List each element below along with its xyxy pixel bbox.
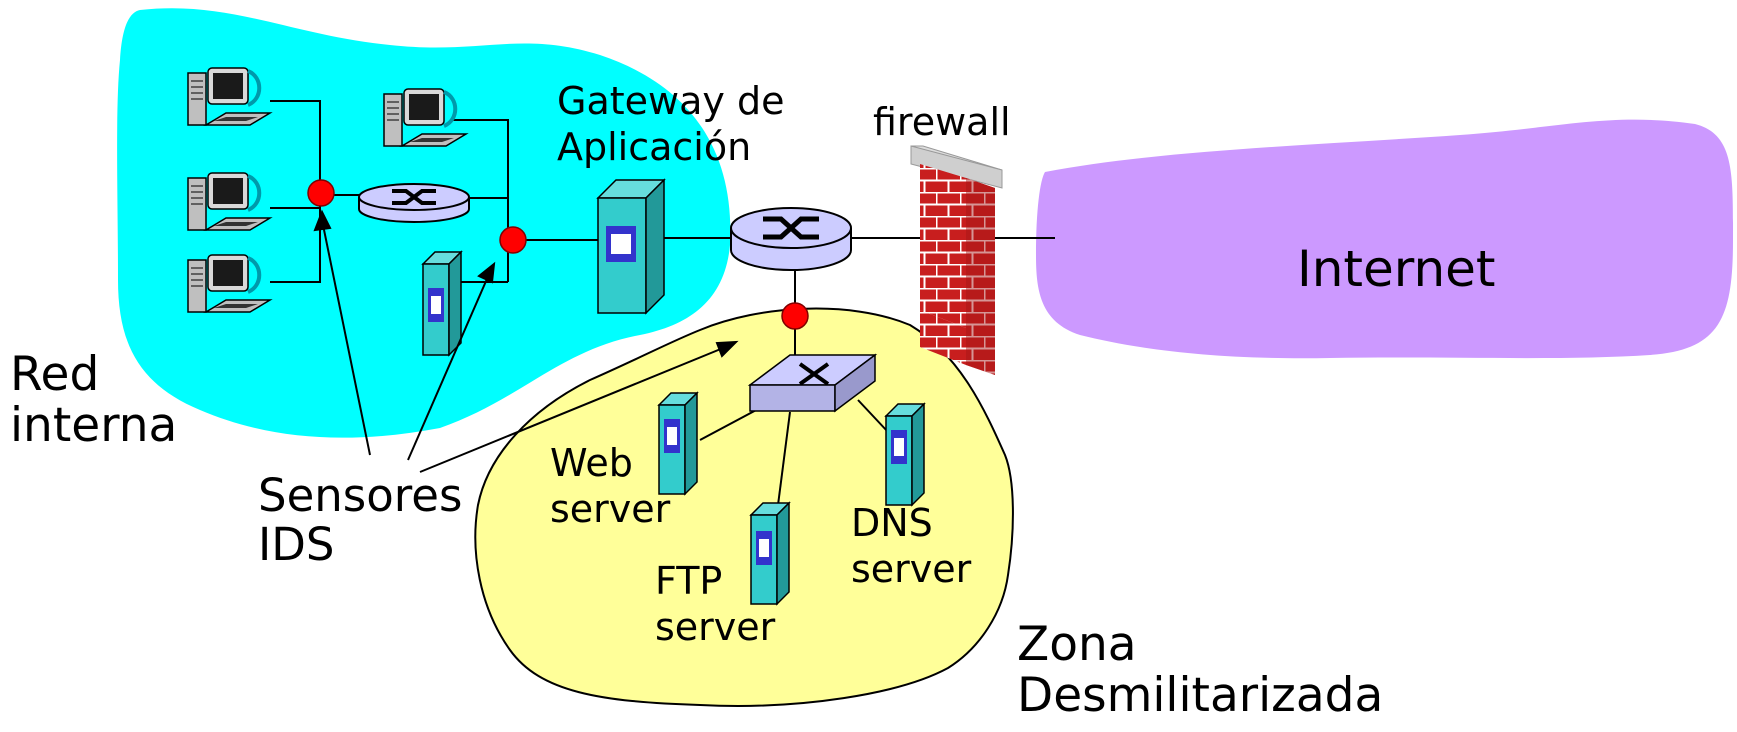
dmz-label-line1: Zona bbox=[1017, 617, 1137, 672]
sensor-icon bbox=[781, 302, 809, 330]
router-icon bbox=[358, 183, 470, 223]
dmz-label-line2: Desmilitarizada bbox=[1017, 667, 1384, 723]
workstation-icon bbox=[383, 88, 469, 147]
ids-sensors-label-line2: IDS bbox=[258, 517, 335, 571]
web-server-label-line1: Web bbox=[550, 441, 633, 485]
application-gateway-label-line2: Aplicación bbox=[557, 125, 752, 170]
sensor-pointer-arrows bbox=[313, 209, 739, 473]
internal-network-region bbox=[117, 8, 731, 438]
dns-server-label: DNS server bbox=[851, 500, 971, 593]
dns-server-label-line2: server bbox=[851, 547, 972, 592]
web-server-label: Web server bbox=[550, 440, 670, 533]
ids-sensors-label: Sensores IDS bbox=[258, 469, 463, 571]
ftp-server-label: FTP server bbox=[655, 558, 775, 651]
internal-network-label: Red interna bbox=[10, 347, 178, 453]
internal-network-label-line1: Red bbox=[10, 347, 100, 402]
ids-sensors-label-line1: Sensores bbox=[258, 469, 463, 522]
sensor-icon bbox=[307, 179, 335, 207]
application-gateway-label: Gateway de Aplicación bbox=[557, 78, 784, 171]
dmz-region bbox=[474, 307, 1014, 707]
ftp-server-label-line1: FTP bbox=[655, 559, 723, 603]
server-icon bbox=[657, 391, 699, 496]
web-server-label-line2: server bbox=[550, 487, 671, 532]
workstation-icon bbox=[187, 172, 273, 231]
server-icon bbox=[421, 250, 463, 357]
server-icon bbox=[596, 178, 666, 315]
workstation-icon bbox=[187, 67, 273, 126]
workstation-icon bbox=[187, 254, 273, 313]
firewall-label-text: firewall bbox=[873, 100, 1011, 144]
firewall-icon bbox=[910, 145, 1003, 375]
internal-network-label-line2: interna bbox=[10, 397, 178, 453]
sensor-icon bbox=[499, 226, 527, 254]
switch-icon bbox=[747, 353, 878, 413]
internet-label: Internet bbox=[1297, 242, 1496, 296]
application-gateway-label-line1: Gateway de bbox=[557, 79, 785, 123]
internet-label-text: Internet bbox=[1297, 240, 1496, 298]
server-icon bbox=[884, 402, 926, 507]
firewall-label: firewall bbox=[873, 100, 1011, 144]
server-icon bbox=[749, 501, 791, 606]
internet-region bbox=[1036, 119, 1734, 359]
dns-server-label-line1: DNS bbox=[851, 501, 933, 545]
router-icon bbox=[730, 207, 852, 271]
dmz-label: Zona Desmilitarizada bbox=[1017, 617, 1384, 723]
ftp-server-label-line2: server bbox=[655, 605, 776, 650]
